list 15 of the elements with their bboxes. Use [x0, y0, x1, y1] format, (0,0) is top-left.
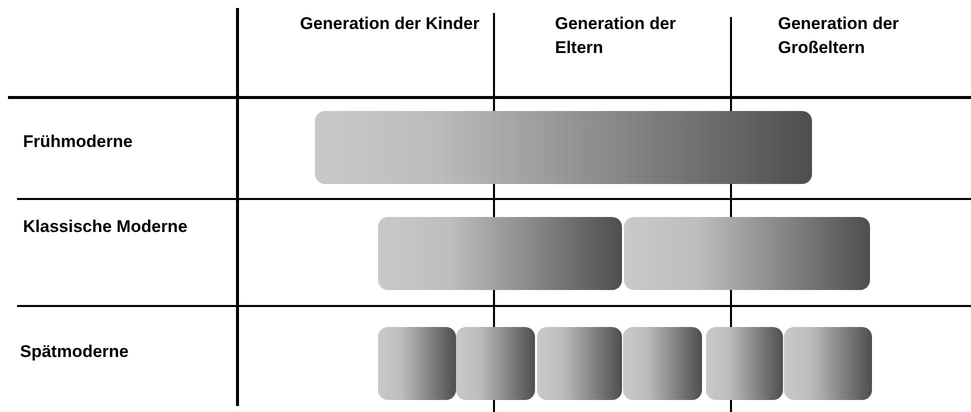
row-label: Frühmoderne: [23, 131, 134, 153]
gradient-bar: [623, 327, 702, 400]
gradient-bar: [706, 327, 783, 400]
gradient-bar: [456, 327, 535, 400]
gradient-bar: [624, 217, 870, 290]
gradient-bar: [537, 327, 622, 400]
column-header: Generation der Eltern: [555, 13, 677, 59]
row-label: Spätmoderne: [20, 341, 130, 363]
gradient-bar: [784, 327, 872, 400]
row-label: Klassische Moderne: [23, 216, 188, 238]
gradient-bar: [315, 111, 812, 184]
gradient-bar: [378, 327, 456, 400]
gradient-bar: [378, 217, 622, 290]
column-header: Generation der Kinder: [300, 13, 480, 35]
column-header: Generation der Großeltern: [778, 13, 900, 59]
